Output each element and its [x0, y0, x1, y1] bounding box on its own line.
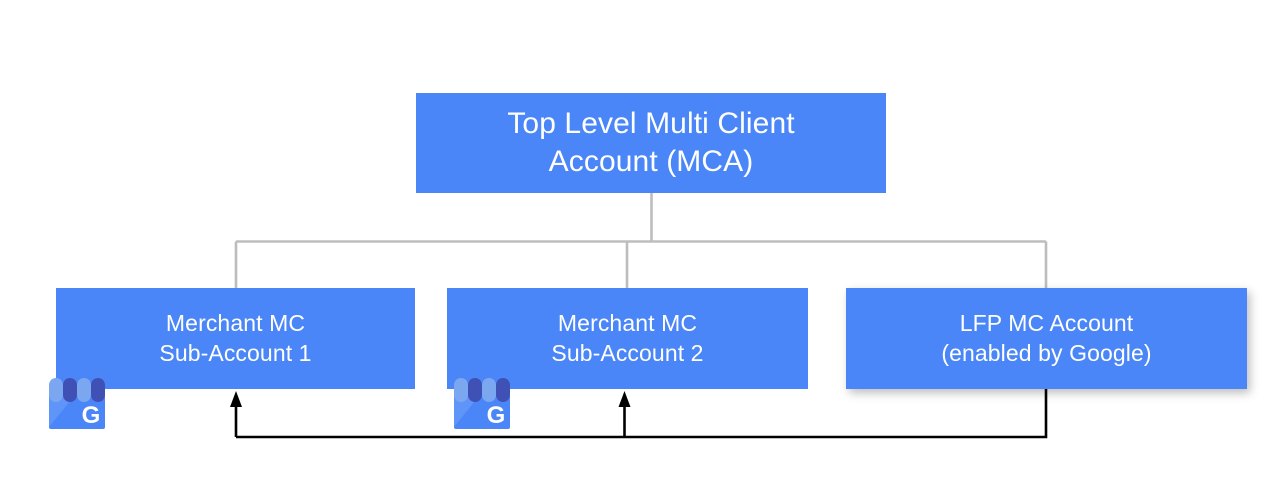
- storefront-g-letter: G: [487, 402, 506, 429]
- storefront-g-letter: G: [82, 402, 101, 429]
- arrowhead-into-sub1: [230, 391, 242, 407]
- node-merchant-mc-sub-account-1-label: Merchant MC Sub-Account 1: [159, 310, 312, 366]
- google-my-business-storefront-icon: G: [454, 378, 510, 429]
- node-merchant-mc-sub-account-2-label: Merchant MC Sub-Account 2: [551, 310, 704, 366]
- arrowhead-into-sub2: [618, 391, 631, 407]
- node-lfp-mc-account-label: LFP MC Account (enabled by Google): [941, 310, 1152, 366]
- node-merchant-mc-sub-account-1[interactable]: Merchant MC Sub-Account 1: [56, 288, 415, 389]
- google-my-business-storefront-icon: G: [49, 378, 105, 429]
- node-top-level-mca-label: Top Level Multi Client Account (MCA): [507, 106, 795, 178]
- node-lfp-mc-account[interactable]: LFP MC Account (enabled by Google): [846, 288, 1247, 389]
- edge-mca-tree: [234, 193, 1048, 288]
- node-top-level-mca[interactable]: Top Level Multi Client Account (MCA): [416, 93, 886, 193]
- edge-lfp-feedback: [234, 389, 1048, 439]
- edge-lfp-down: [236, 389, 1048, 439]
- node-merchant-mc-sub-account-2[interactable]: Merchant MC Sub-Account 2: [447, 288, 808, 389]
- edge-lfp-arrowheads: [230, 391, 631, 407]
